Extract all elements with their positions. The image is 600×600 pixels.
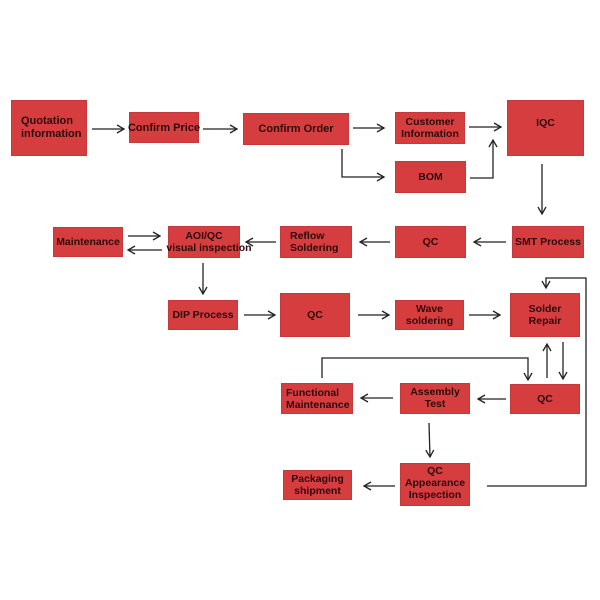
node-label-line: Repair bbox=[528, 315, 562, 327]
node-label-line: Reflow bbox=[290, 230, 325, 242]
node-label-line: QC bbox=[427, 465, 443, 477]
node-confirm-order: Confirm Order bbox=[243, 113, 349, 145]
node-dip-process: DIP Process bbox=[168, 300, 238, 330]
node-qc-after-dip: QC bbox=[280, 293, 350, 337]
node-label-line: Confirm Order bbox=[258, 123, 334, 135]
node-label-line: BOM bbox=[418, 171, 443, 183]
edge-confirm-order-to-bom bbox=[341, 149, 386, 182]
node-confirm-price: Confirm Price bbox=[127, 112, 201, 143]
node-label-line: Functional bbox=[286, 386, 340, 399]
node-label-line: DIP Process bbox=[172, 309, 234, 321]
node-label-line: Assembly bbox=[410, 386, 460, 398]
node-label-line: Customer bbox=[405, 116, 455, 128]
node-label-line: shipment bbox=[294, 485, 341, 497]
node-label-line: Quotation bbox=[21, 115, 73, 127]
node-label-line: IQC bbox=[536, 117, 555, 129]
node-label-line: Solder bbox=[528, 303, 562, 315]
node-label-line: Inspection bbox=[408, 489, 462, 501]
node-label-line: QC bbox=[422, 236, 439, 248]
node-label-line: Information bbox=[401, 128, 459, 140]
node-qc-after-repair: QC bbox=[510, 384, 580, 414]
node-label-line: SMT Process bbox=[515, 236, 581, 248]
node-iqc: IQC bbox=[507, 100, 584, 156]
edge-functional-to-qc3 bbox=[321, 357, 533, 382]
node-label-line: QC bbox=[307, 309, 323, 321]
node-label-line: visual inspection bbox=[166, 242, 252, 254]
node-smt-process: SMT Process bbox=[512, 226, 584, 258]
node-label-line: information bbox=[21, 128, 82, 140]
node-label-line: Packaging bbox=[291, 473, 344, 485]
node-label-line: Maintenance bbox=[286, 398, 350, 411]
node-label-line: Maintenance bbox=[56, 236, 120, 248]
node-label-line: soldering bbox=[405, 315, 454, 327]
node-label-line: Test bbox=[424, 398, 446, 410]
node-label-line: QC bbox=[537, 393, 553, 405]
node-label-line: AOI/QC bbox=[185, 230, 223, 242]
node-label-line: Soldering bbox=[290, 242, 339, 254]
node-maintenance: Maintenance bbox=[53, 227, 123, 257]
edge-bom-to-iqc bbox=[470, 138, 498, 179]
node-label-line: Wave bbox=[415, 303, 444, 315]
node-label-line: Confirm Price bbox=[127, 121, 201, 134]
node-label-line: Appearance bbox=[404, 477, 466, 489]
edge-assembly-to-qc-appearance bbox=[425, 422, 435, 459]
node-qc-after-smt: QC bbox=[395, 226, 466, 258]
node-bom: BOM bbox=[395, 161, 466, 193]
